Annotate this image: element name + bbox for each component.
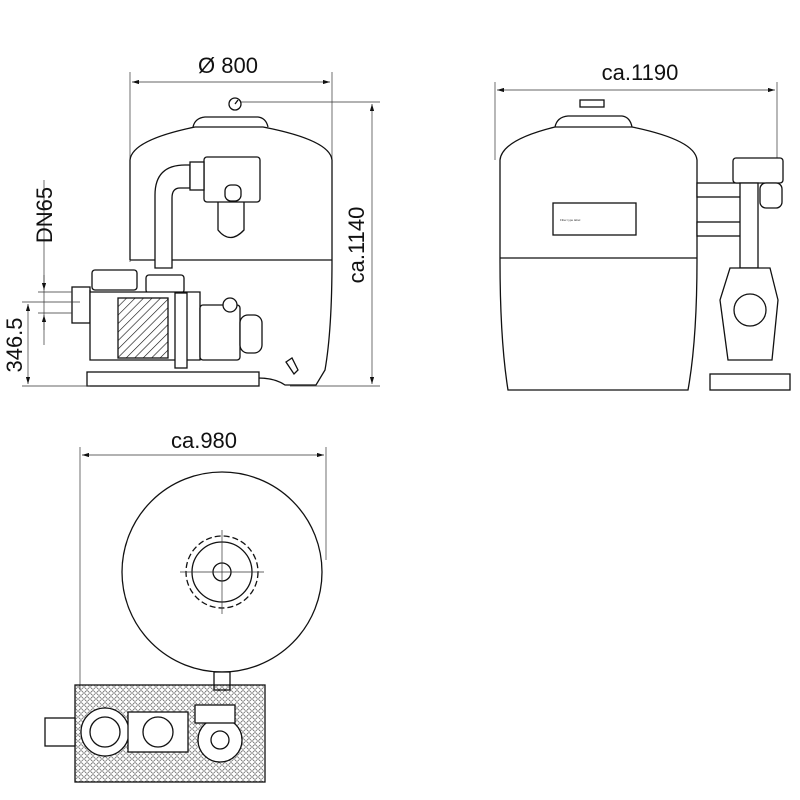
connecting-pipe xyxy=(154,164,191,269)
pump-top xyxy=(80,707,130,757)
base-plate xyxy=(86,371,260,387)
valve-top xyxy=(197,717,243,763)
drain-plug xyxy=(285,357,299,376)
inlet-height-label: 346.5 xyxy=(2,317,27,372)
filter-tank xyxy=(129,126,333,386)
filter-tank-side xyxy=(499,126,698,391)
pump-motor xyxy=(199,304,241,361)
top-width-label: ca.980 xyxy=(171,428,237,453)
pump-inlet xyxy=(71,286,91,324)
connection-size-label: DN65 xyxy=(32,187,57,243)
top-view: ca.980 xyxy=(44,428,327,783)
side-view: ca.1190 Filter type label xyxy=(494,60,791,391)
type-plate-text: Filter type label xyxy=(560,218,581,222)
type-plate xyxy=(552,202,637,236)
height-label: ca.1140 xyxy=(344,207,369,284)
diameter-label: Ø 800 xyxy=(198,53,258,78)
base-plate-side xyxy=(709,373,791,391)
front-view: Ø 800 ca.1140 DN65 xyxy=(2,53,380,387)
side-width-label: ca.1190 xyxy=(602,60,679,85)
